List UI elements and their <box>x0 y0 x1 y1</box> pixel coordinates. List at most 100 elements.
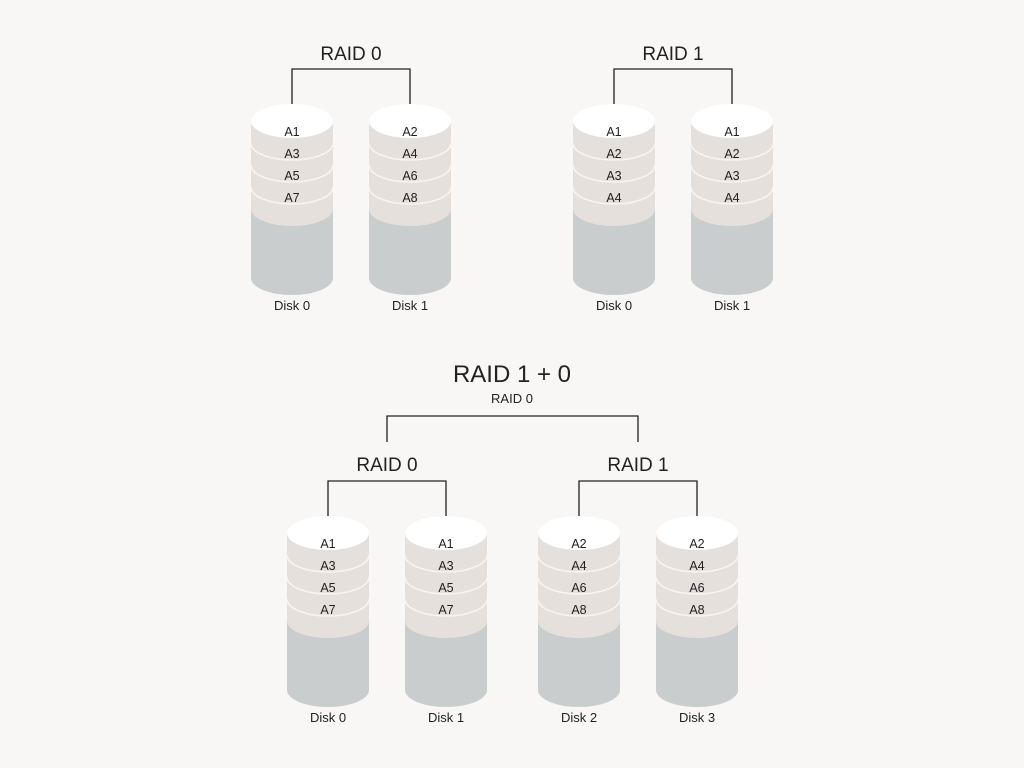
block-label: A1 <box>438 537 453 551</box>
raid10-left-disk-0-divider <box>286 554 370 573</box>
raid10-title: RAID 1 + 0 <box>453 361 571 388</box>
raid0-disk-1-top <box>369 104 451 138</box>
raid10-right-disk-0-divider <box>537 576 621 595</box>
raid10-right-disk-0-band <box>538 533 620 638</box>
raid1-disk-0-label: Disk 0 <box>596 298 632 313</box>
block-label: A1 <box>606 125 621 139</box>
block-label: A7 <box>284 191 299 205</box>
block-label: A4 <box>724 191 739 205</box>
block-label: A5 <box>438 581 453 595</box>
raid10-left-title: RAID 0 <box>356 455 417 476</box>
raid10-left-disk-1-divider <box>404 554 488 573</box>
raid1-disk-1-divider <box>690 142 774 161</box>
raid1-disk-0-band <box>573 121 655 226</box>
raid10-left-disk-0-label: Disk 0 <box>310 710 346 725</box>
raid10-left-disk-1-top <box>405 516 487 550</box>
raid10-right-disk-1-divider <box>655 576 739 595</box>
block-label: A1 <box>284 125 299 139</box>
raid1-connector <box>613 68 733 104</box>
block-label: A8 <box>402 191 417 205</box>
raid10-right-disk-1-divider <box>655 554 739 573</box>
raid1-disk-1-divider <box>690 186 774 205</box>
raid0-disk-0-divider <box>250 164 334 183</box>
block-label: A2 <box>571 537 586 551</box>
raid0-disk-1-divider <box>368 186 452 205</box>
raid0-connector <box>291 68 411 104</box>
block-label: A1 <box>320 537 335 551</box>
raid10-left-disk-1-divider <box>404 598 488 617</box>
raid10-left-disk-1-label: Disk 1 <box>428 710 464 725</box>
raid0-disk-0-band <box>251 121 333 226</box>
raid0-disk-0-divider <box>250 186 334 205</box>
raid10-right-connector <box>578 480 698 516</box>
raid1-disk-1-band <box>691 121 773 226</box>
raid10-left-disk-0-divider <box>286 576 370 595</box>
block-label: A3 <box>320 559 335 573</box>
raid10-right-disk-1-top <box>656 516 738 550</box>
block-label: A8 <box>571 603 586 617</box>
block-label: A3 <box>438 559 453 573</box>
raid1-disk-0-top <box>573 104 655 138</box>
raid10-right-disk-1-band <box>656 533 738 638</box>
block-label: A4 <box>606 191 621 205</box>
raid0-disk-0-top <box>251 104 333 138</box>
block-label: A6 <box>402 169 417 183</box>
block-label: A4 <box>689 559 704 573</box>
raid10-right-disk-0-divider <box>537 598 621 617</box>
raid1-disk-1-label: Disk 1 <box>714 298 750 313</box>
raid10-left-disk-0-top <box>287 516 369 550</box>
raid0-disk-1-band <box>369 121 451 226</box>
raid10-right-disk-0-label: Disk 2 <box>561 710 597 725</box>
block-label: A3 <box>724 169 739 183</box>
block-label: A5 <box>284 169 299 183</box>
block-label: A3 <box>606 169 621 183</box>
block-label: A5 <box>320 581 335 595</box>
block-label: A6 <box>689 581 704 595</box>
raid10-right-disk-0-top <box>538 516 620 550</box>
block-label: A2 <box>724 147 739 161</box>
raid0-disk-0-divider <box>250 142 334 161</box>
raid10-right-disk-0-divider <box>537 554 621 573</box>
raid0-disk-1-divider <box>368 142 452 161</box>
raid0-disk-1-divider <box>368 164 452 183</box>
raid0-disk-1-label: Disk 1 <box>392 298 428 313</box>
block-label: A4 <box>402 147 417 161</box>
block-label: A3 <box>284 147 299 161</box>
raid10-left-disk-0-band <box>287 533 369 638</box>
raid10-left-disk-1-divider <box>404 576 488 595</box>
raid10-top-connector <box>386 415 639 442</box>
block-label: A2 <box>606 147 621 161</box>
raid10-subtitle: RAID 0 <box>491 391 533 406</box>
raid10-left-connector <box>327 480 447 516</box>
block-label: A7 <box>438 603 453 617</box>
block-label: A1 <box>724 125 739 139</box>
raid1-disk-0-divider <box>572 142 656 161</box>
raid10-right-disk-1-divider <box>655 598 739 617</box>
raid10-left-disk-0-divider <box>286 598 370 617</box>
block-label: A7 <box>320 603 335 617</box>
raid0-title: RAID 0 <box>320 44 381 65</box>
raid1-disk-1-divider <box>690 164 774 183</box>
block-label: A6 <box>571 581 586 595</box>
raid1-disk-1-top <box>691 104 773 138</box>
block-label: A8 <box>689 603 704 617</box>
raid0-disk-0-label: Disk 0 <box>274 298 310 313</box>
raid10-right-disk-1-label: Disk 3 <box>679 710 715 725</box>
block-label: A2 <box>689 537 704 551</box>
raid1-title: RAID 1 <box>642 44 703 65</box>
raid1-disk-0-divider <box>572 164 656 183</box>
raid10-left-disk-1-band <box>405 533 487 638</box>
block-label: A2 <box>402 125 417 139</box>
